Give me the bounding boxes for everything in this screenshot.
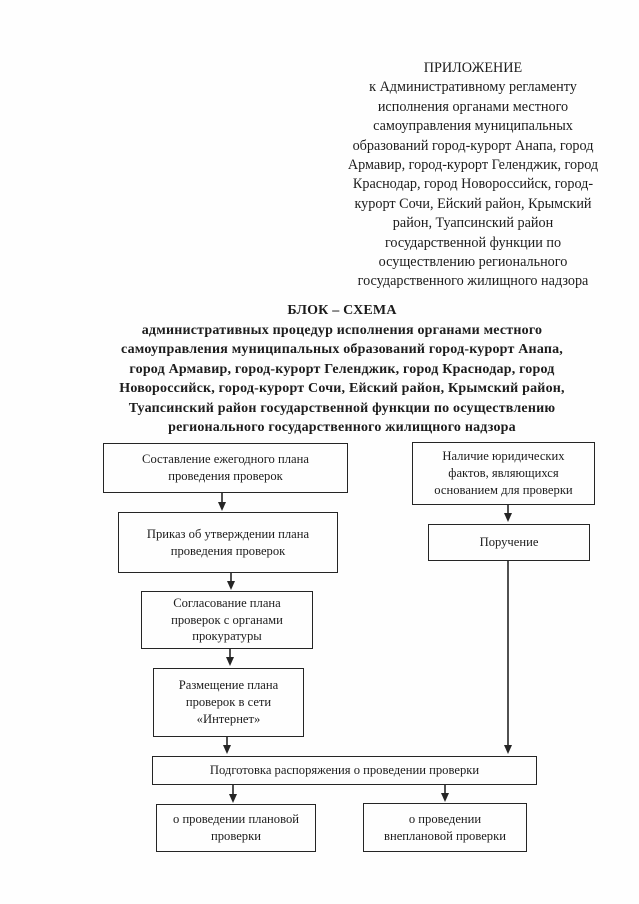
flowchart-node-annual-plan: Составление ежегодного плана проведения … xyxy=(103,443,348,493)
flowchart-node-legal-facts: Наличие юридических фактов, являющихся о… xyxy=(412,442,595,505)
flowchart-node-internet-publication: Размещение плана проверок в сети «Интерн… xyxy=(153,668,304,737)
connector-order-preparation-to-unscheduled xyxy=(441,785,449,802)
flowchart-node-assignment: Поручение xyxy=(428,524,590,561)
flowchart-node-approval-order: Приказ об утверждении плана проведения п… xyxy=(118,512,338,573)
document-title: БЛОК – СХЕМА административных процедур и… xyxy=(119,303,565,435)
flowchart-node-unscheduled-inspection: о проведении внеплановой проверки xyxy=(363,803,527,852)
connector-assignment-to-order-preparation xyxy=(504,561,512,754)
connector-annual-plan-to-approval-order xyxy=(218,493,226,511)
connector-legal-facts-to-assignment xyxy=(504,505,512,522)
connector-prosecutor-approval-to-internet-publication xyxy=(226,649,234,666)
connector-internet-publication-to-order-preparation xyxy=(223,737,231,754)
connector-order-preparation-to-scheduled xyxy=(229,785,237,803)
connector-approval-order-to-prosecutor-approval xyxy=(227,573,235,590)
flowchart-node-order-preparation: Подготовка распоряжения о проведении про… xyxy=(152,756,537,785)
appendix-header: ПРИЛОЖЕНИЕ к Административному регламент… xyxy=(347,60,599,290)
flowchart-node-scheduled-inspection: о проведении плановой проверки xyxy=(156,804,316,852)
flowchart-node-prosecutor-approval: Согласование плана проверок с органами п… xyxy=(141,591,313,649)
